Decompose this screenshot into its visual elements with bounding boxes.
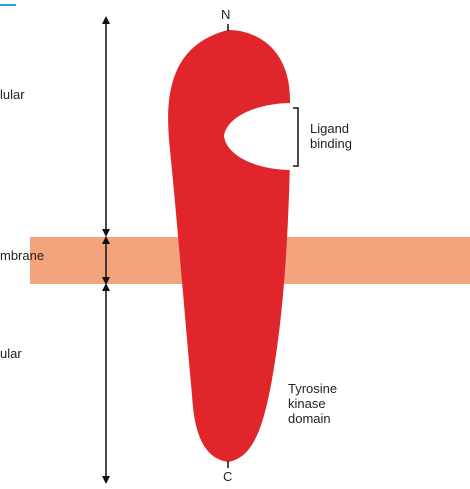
- intracellular-region-label: ular: [0, 347, 22, 361]
- receptor-protein-body: [168, 30, 290, 462]
- kinase-domain-label-line1: Tyrosine: [288, 382, 337, 396]
- ligand-binding-label-line1: Ligand: [310, 122, 349, 136]
- n-terminus-label: N: [221, 8, 230, 22]
- extracellular-region-label: lular: [0, 88, 25, 102]
- kinase-domain-label-line2: kinase: [288, 397, 326, 411]
- c-terminus-label: C: [223, 470, 232, 484]
- ligand-binding-label-line2: binding: [310, 137, 352, 151]
- membrane-region-label: mbrane: [0, 249, 44, 263]
- kinase-domain-label-line3: domain: [288, 412, 331, 426]
- ligand-binding-bracket: [293, 108, 298, 166]
